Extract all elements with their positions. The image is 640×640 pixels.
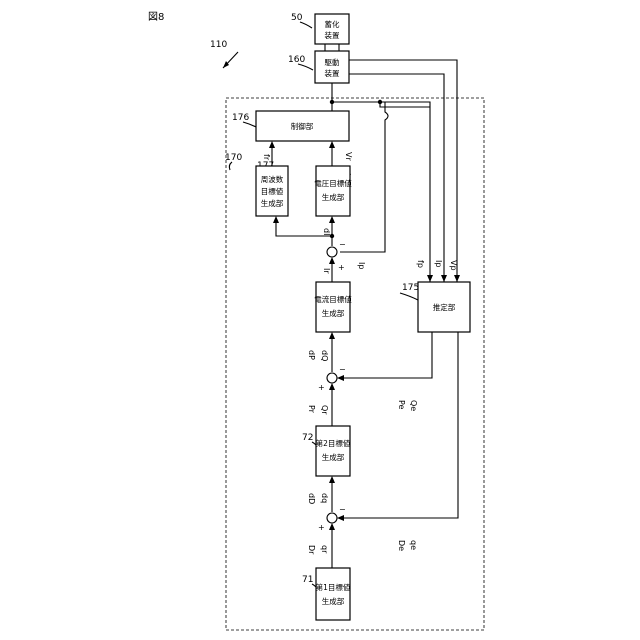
- signal-fr: fr: [262, 154, 271, 161]
- ref-176: 176: [232, 113, 249, 123]
- first-target-label-2: 生成部: [322, 596, 345, 606]
- signal-di: dI: [322, 228, 331, 235]
- line-bus-to-fp: [380, 102, 430, 107]
- line-drive-to-vp: [349, 60, 457, 282]
- signal-dd: dD: [307, 493, 316, 504]
- ref-175: 175: [402, 283, 419, 293]
- arrow-ip: [441, 275, 447, 282]
- signal-vr: Vr: [344, 152, 353, 161]
- signal-ir: Ir: [322, 268, 331, 274]
- signal-qr: Qr: [320, 405, 329, 415]
- signal-de: De: [397, 540, 406, 551]
- signal-qr-small: qr: [320, 545, 329, 554]
- arrow-fr: [269, 141, 275, 148]
- estimator-label: 推定部: [433, 302, 456, 312]
- ref-110: 110: [210, 40, 227, 50]
- drive-device-label-2: 装置: [325, 68, 340, 78]
- sum-junction-current: [327, 247, 337, 257]
- sign-dq-plus: +: [318, 523, 325, 532]
- second-target-label-1: 第2目標値: [316, 438, 351, 448]
- arrow-dpdq: [329, 332, 335, 339]
- current-target-label-1: 電流目標値: [314, 294, 352, 304]
- frequency-target-label-3: 生成部: [261, 198, 284, 208]
- ref-72: 72: [302, 433, 313, 443]
- arrow-di-177: [273, 216, 279, 223]
- storage-device-label-1: 蓄化: [325, 19, 340, 29]
- ref-170: 170: [225, 153, 242, 163]
- arrow-prqr: [329, 383, 335, 390]
- bus-horizontal-to-ip: [380, 102, 430, 252]
- leader-50: [300, 22, 312, 28]
- signal-pe: Pe: [397, 400, 406, 410]
- signal-fp: fp: [416, 260, 425, 268]
- arrow-pe-qe: [337, 375, 344, 381]
- ref-160: 160: [288, 55, 305, 65]
- leader-176: [243, 122, 256, 127]
- line-pe-qe: [341, 332, 432, 378]
- signal-dr: Dr: [307, 545, 316, 555]
- voltage-target-block: [316, 166, 350, 216]
- drive-device-block: [315, 51, 349, 83]
- signal-dq-small: dq: [320, 493, 329, 503]
- signal-vp: Vp: [449, 260, 458, 271]
- line-de-qe: [341, 332, 458, 518]
- sign-power-minus: −: [339, 365, 346, 374]
- frequency-target-label-1: 周波数: [261, 174, 284, 184]
- voltage-target-label-1: 電圧目標値: [314, 178, 352, 188]
- sum-junction-power: [327, 373, 337, 383]
- drive-device-label-1: 駆動: [325, 58, 340, 67]
- current-target-block: [316, 282, 350, 332]
- arrow-di-74: [329, 216, 335, 223]
- signal-dp: dP: [307, 350, 316, 360]
- storage-device-label-2: 装置: [325, 30, 340, 40]
- first-target-block: [316, 568, 350, 620]
- control-unit-label: 制御部: [291, 121, 314, 131]
- leader-175: [400, 293, 418, 300]
- voltage-target-label-2: 生成部: [322, 192, 345, 202]
- leader-170: [229, 162, 232, 170]
- first-target-label-1: 第1目標値: [316, 582, 351, 592]
- arrow-dddq: [329, 476, 335, 483]
- sign-power-plus: +: [318, 383, 325, 392]
- frequency-target-label-2: 目標値: [261, 186, 284, 196]
- second-target-block: [316, 426, 350, 476]
- signal-dq: dQ: [320, 350, 329, 361]
- arrow-vr: [329, 141, 335, 148]
- second-target-label-2: 生成部: [322, 452, 345, 462]
- arrow-ir: [329, 257, 335, 264]
- sign-dq-minus: −: [339, 505, 346, 514]
- sum-junction-dq: [327, 513, 337, 523]
- signal-pr: Pr: [307, 405, 316, 414]
- ref-50: 50: [291, 13, 303, 23]
- signal-ip: Ip: [434, 260, 443, 267]
- ref-71: 71: [302, 575, 313, 585]
- signal-qe-small: qe: [409, 540, 418, 550]
- sign-current-plus: +: [338, 263, 345, 272]
- arrow-de-qe: [337, 515, 344, 521]
- figure-label: 図8: [148, 11, 164, 23]
- sign-current-minus: −: [339, 240, 346, 249]
- signal-qe: Qe: [409, 400, 418, 411]
- signal-ip-feedback: Ip: [357, 262, 366, 269]
- arrow-drqr: [329, 523, 335, 530]
- arrow-vp: [454, 275, 460, 282]
- current-target-label-2: 生成部: [322, 308, 345, 318]
- leader-160: [298, 64, 313, 70]
